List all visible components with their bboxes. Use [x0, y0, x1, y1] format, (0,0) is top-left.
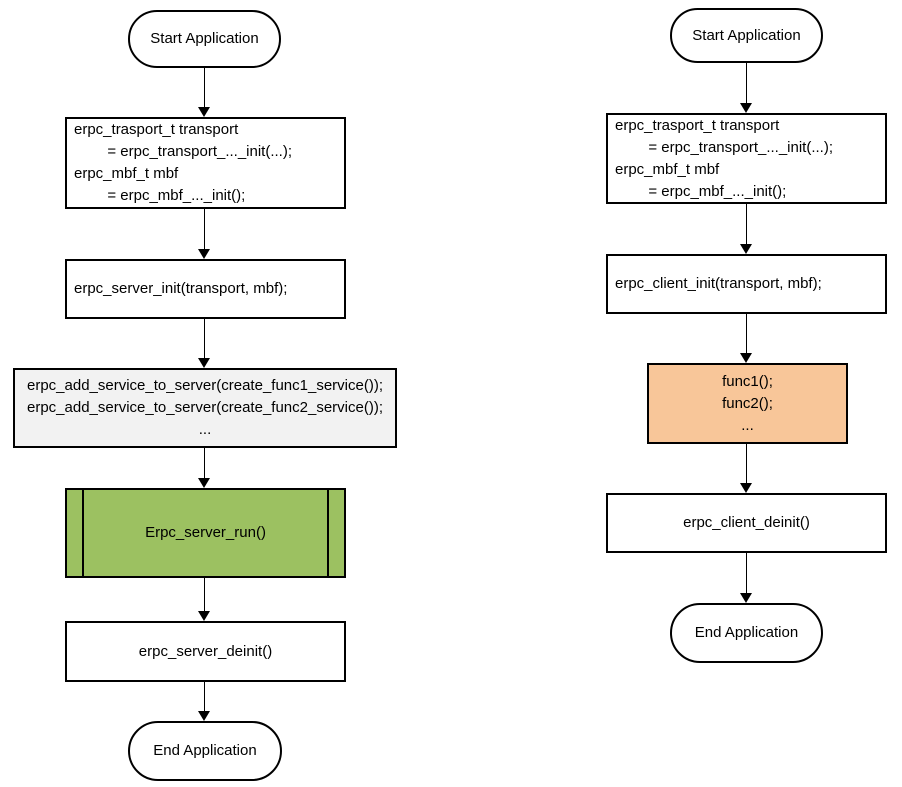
- server-end-label: End Application: [153, 742, 257, 759]
- client-start-label: Start Application: [692, 26, 801, 44]
- flow-arrow: [198, 68, 211, 117]
- server-init-label: erpc_server_init(transport, mbf);: [74, 280, 288, 297]
- client-start-terminator: Start Application: [670, 8, 823, 63]
- arrow-down-icon: [198, 478, 210, 488]
- client-setup-process: erpc_trasport_t transport = erpc_transpo…: [606, 113, 887, 204]
- arrow-line: [203, 578, 206, 612]
- client-end-label: End Application: [694, 624, 799, 641]
- arrow-line: [745, 314, 748, 354]
- server-setup-code: erpc_trasport_t transport = erpc_transpo…: [74, 121, 293, 204]
- arrow-down-icon: [740, 353, 752, 363]
- arrow-down-icon: [198, 249, 210, 259]
- arrow-down-icon: [740, 593, 752, 603]
- flow-arrow: [740, 63, 753, 113]
- arrow-down-icon: [740, 244, 752, 254]
- server-add-services-process: erpc_add_service_to_server(create_func1_…: [13, 368, 397, 448]
- arrow-line: [203, 68, 206, 108]
- flow-arrow: [198, 448, 211, 488]
- arrow-line: [203, 448, 206, 479]
- arrow-down-icon: [740, 103, 752, 113]
- arrow-line: [203, 209, 206, 250]
- server-deinit-process: erpc_server_deinit(): [65, 621, 346, 682]
- client-end-terminator: End Application: [670, 603, 823, 663]
- server-deinit-label: erpc_server_deinit(): [138, 642, 273, 660]
- server-init-process: erpc_server_init(transport, mbf);: [65, 259, 346, 319]
- arrow-down-icon: [740, 483, 752, 493]
- flow-arrow: [740, 314, 753, 363]
- flow-arrow: [198, 578, 211, 621]
- flow-arrow: [198, 319, 211, 368]
- arrow-down-icon: [198, 107, 210, 117]
- client-init-label: erpc_client_init(transport, mbf);: [615, 275, 822, 292]
- arrow-down-icon: [198, 711, 210, 721]
- server-start-label: Start Application: [150, 30, 259, 47]
- arrow-line: [745, 444, 748, 484]
- flow-arrow: [740, 204, 753, 254]
- arrow-down-icon: [198, 611, 210, 621]
- predefined-process-bar: [82, 490, 84, 576]
- client-deinit-label: erpc_client_deinit(): [683, 514, 810, 531]
- flow-arrow: [740, 444, 753, 493]
- arrow-line: [203, 682, 206, 712]
- client-init-process: erpc_client_init(transport, mbf);: [606, 254, 887, 314]
- predefined-process-bar: [327, 490, 329, 576]
- client-deinit-process: erpc_client_deinit(): [606, 493, 887, 553]
- server-add-services-code: erpc_add_service_to_server(create_func1_…: [26, 377, 383, 438]
- server-end-terminator: End Application: [128, 721, 282, 781]
- arrow-line: [745, 63, 748, 104]
- arrow-line: [745, 553, 748, 594]
- flow-arrow: [740, 553, 753, 603]
- arrow-line: [203, 319, 206, 359]
- arrow-line: [745, 204, 748, 245]
- client-calls-code: func1(); func2(); ...: [722, 372, 773, 434]
- arrow-down-icon: [198, 358, 210, 368]
- flow-arrow: [198, 209, 211, 259]
- server-start-terminator: Start Application: [128, 10, 281, 68]
- server-run-label: Erpc_server_run(): [145, 524, 266, 541]
- flow-arrow: [198, 682, 211, 721]
- server-run-predefined-process: Erpc_server_run(): [65, 488, 346, 578]
- server-setup-process: erpc_trasport_t transport = erpc_transpo…: [65, 117, 346, 209]
- client-calls-process: func1(); func2(); ...: [647, 363, 848, 444]
- client-setup-code: erpc_trasport_t transport = erpc_transpo…: [615, 116, 834, 200]
